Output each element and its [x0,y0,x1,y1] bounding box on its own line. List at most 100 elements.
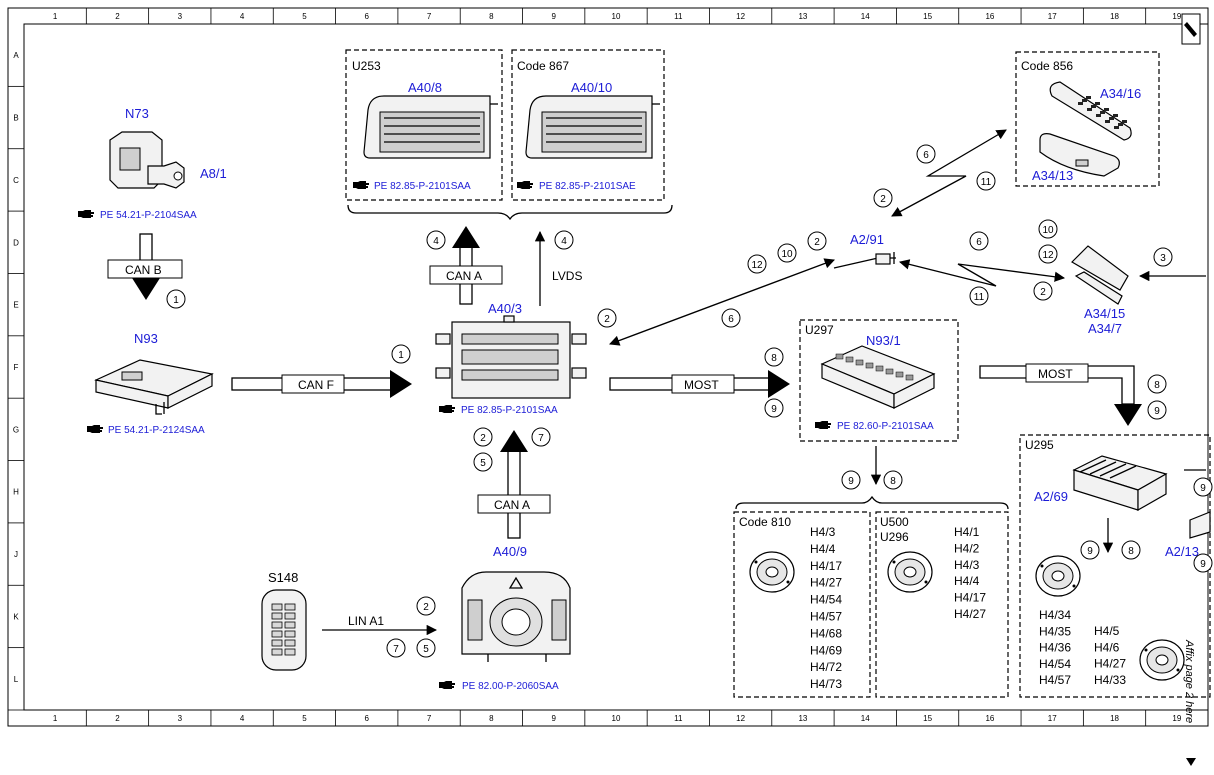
speaker-label: H4/27 [1094,657,1126,671]
grid-column-label: 1 [53,12,58,21]
bus-most-center [609,370,790,398]
ref-n93[interactable]: PE 54.21-P-2124SAA [108,425,205,436]
circle-label: 8 [771,353,777,364]
group-label-u500: U500 [880,515,909,529]
ref-a40-3[interactable]: PE 82.85-P-2101SAA [461,405,558,416]
s148-remote-drawing [261,589,307,671]
n93-1-module-drawing [820,345,936,409]
hand-pointer-icon [517,181,533,189]
speaker-icon [887,551,933,593]
label-a2-13: A2/13 [1165,544,1199,559]
circle-label: 2 [814,237,820,248]
grid-column-label: 18 [1110,714,1119,723]
circle-label: 2 [604,314,610,325]
circle-label: 9 [771,404,777,415]
grid-column-label: 14 [861,12,870,21]
a34-13-cradle-drawing [1039,133,1120,177]
grid-row-label: F [14,363,19,372]
grid-column-label: 17 [1048,12,1057,21]
grid-column-label: 12 [736,714,745,723]
ref-a40-8[interactable]: PE 82.85-P-2101SAA [374,181,471,192]
circle-label: 11 [974,292,985,303]
grid-column-label: 7 [427,714,432,723]
label-a34-15: A34/15 [1084,306,1125,321]
bus-most-right [979,363,1142,426]
speaker-icon [749,551,795,593]
circle-label: 2 [480,433,486,444]
group-label-code856: Code 856 [1021,59,1073,73]
circle-label: 2 [423,602,429,613]
speaker-label: H4/33 [1094,673,1126,687]
ref-n93-1[interactable]: PE 82.60-P-2101SAA [837,421,934,432]
speaker-icon [1139,639,1185,681]
speaker-label: H4/34 [1039,608,1071,622]
speaker-label: H4/54 [810,593,842,607]
grid-column-label: 15 [923,12,932,21]
grid-column-label: 18 [1110,12,1119,21]
label-n73: N73 [125,106,149,121]
ref-a40-9[interactable]: PE 82.00-P-2060SAA [462,681,559,692]
ref-a40-10[interactable]: PE 82.85-P-2101SAE [539,181,636,192]
a40-3-head-unit-drawing [435,315,587,399]
n73-ignition-lock-drawing [109,131,185,189]
speaker-label: H4/6 [1094,640,1120,654]
circle-label: 9 [1087,546,1093,557]
grid-column-label: 10 [612,12,621,21]
affix-note: Affix page 2 here [1183,639,1195,723]
speaker-label: H4/27 [810,576,842,590]
bus-label-can-a-bottom: CAN A [494,498,530,512]
grid-column-label: 12 [736,12,745,21]
speaker-label: H4/69 [810,643,842,657]
label-a40-10: A40/10 [571,80,612,95]
circle-label: 5 [480,458,486,469]
circle-label: 6 [728,314,734,325]
grid-column-label: 14 [861,714,870,723]
circle-label: 9 [848,476,854,487]
grid-column-label: 11 [674,714,683,723]
label-a40-3: A40/3 [488,301,522,316]
speaker-label: H4/2 [954,541,980,555]
circle-label: 12 [751,260,763,271]
grid-column-label: 2 [115,12,120,21]
circle-label: 9 [1200,483,1206,494]
grid-column-label: 7 [427,12,432,21]
grid-column-label: 9 [551,12,556,21]
bus-label-can-b: CAN B [125,263,162,277]
speaker-label: H4/27 [954,607,986,621]
circle-label: 6 [976,237,982,248]
speaker-icon [1035,555,1081,597]
circle-label: 11 [981,177,992,188]
grid-column-label: 11 [674,12,683,21]
grid-column-label: 5 [302,12,307,21]
speaker-label: H4/72 [810,660,842,674]
circle-label: 5 [423,644,429,655]
speaker-label: H4/3 [810,525,836,539]
circle-label: 4 [433,236,439,247]
speaker-label: H4/68 [810,626,842,640]
bus-label-most-right: MOST [1038,367,1073,381]
grid-column-label: 17 [1048,714,1057,723]
bus-can-a-bottom [477,430,551,539]
label-a2-91: A2/91 [850,232,884,247]
circle-label: 1 [398,350,404,361]
grid-row-label: L [14,675,19,684]
circle-label: 4 [561,236,567,247]
circle-label: 3 [1160,253,1166,264]
group-label-u295: U295 [1025,438,1054,452]
label-a40-9: A40/9 [493,544,527,559]
circle-label: 8 [890,476,896,487]
grid-column-label: 8 [489,12,494,21]
label-a2-69: A2/69 [1034,489,1068,504]
circle-label: 10 [781,249,793,260]
group-label-u253: U253 [352,59,381,73]
label-a40-8: A40/8 [408,80,442,95]
ref-n73[interactable]: PE 54.21-P-2104SAA [100,210,197,221]
hand-pointer-icon [78,210,94,218]
label-a34-7: A34/7 [1088,321,1122,336]
speaker-label: H4/17 [954,591,986,605]
a40-9-controller-drawing [461,571,571,662]
speaker-label: H4/3 [954,558,980,572]
